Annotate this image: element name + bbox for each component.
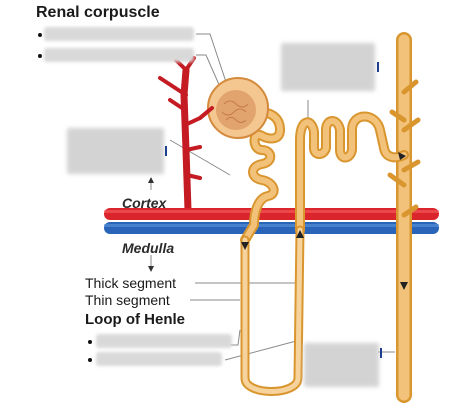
arrow-up-icon <box>296 230 304 238</box>
left-blank-box[interactable] <box>67 128 164 174</box>
renal-corpuscle-blank-1[interactable] <box>44 27 194 41</box>
bullet-icon <box>88 340 92 344</box>
tubule <box>240 107 409 245</box>
arrow-right-icon <box>398 152 406 160</box>
flow-arrows <box>241 152 408 290</box>
bullet-icon <box>38 54 42 58</box>
loop-of-henle-label: Loop of Henle <box>85 311 185 328</box>
medulla-label: Medulla <box>122 240 175 256</box>
bullet-icon <box>38 33 42 37</box>
arrow-down-icon <box>241 242 249 250</box>
region-arrows <box>148 177 154 272</box>
arrow-down-icon <box>148 266 154 272</box>
vein-band <box>104 222 439 234</box>
diagram-title: Renal corpuscle <box>36 4 160 21</box>
thin-segment-label: Thin segment <box>85 292 170 308</box>
arrow-down-icon <box>400 282 408 290</box>
box-marker <box>377 62 379 72</box>
artery-branches <box>158 56 214 214</box>
loop-blank-1[interactable] <box>96 334 232 348</box>
renal-corpuscle-blank-2[interactable] <box>44 48 194 62</box>
thick-segment-label: Thick segment <box>85 275 177 291</box>
loop-blank-2[interactable] <box>96 352 222 366</box>
leader-corpuscle-2 <box>196 54 225 97</box>
renal-corpuscle-graphic <box>198 77 269 139</box>
arrow-up-icon <box>148 177 154 183</box>
box-marker <box>380 348 382 358</box>
leader-corpuscle-1 <box>196 33 229 89</box>
box-marker <box>165 146 167 156</box>
leader-loop-2 <box>224 339 301 361</box>
leader-loop-1 <box>230 329 241 346</box>
bullet-icon <box>88 358 92 362</box>
loop-of-henle <box>240 225 305 396</box>
leader-left-box <box>169 139 231 176</box>
bottom-right-blank-box[interactable] <box>304 343 379 387</box>
top-center-blank-box[interactable] <box>281 43 375 91</box>
cortex-label: Cortex <box>122 195 167 211</box>
